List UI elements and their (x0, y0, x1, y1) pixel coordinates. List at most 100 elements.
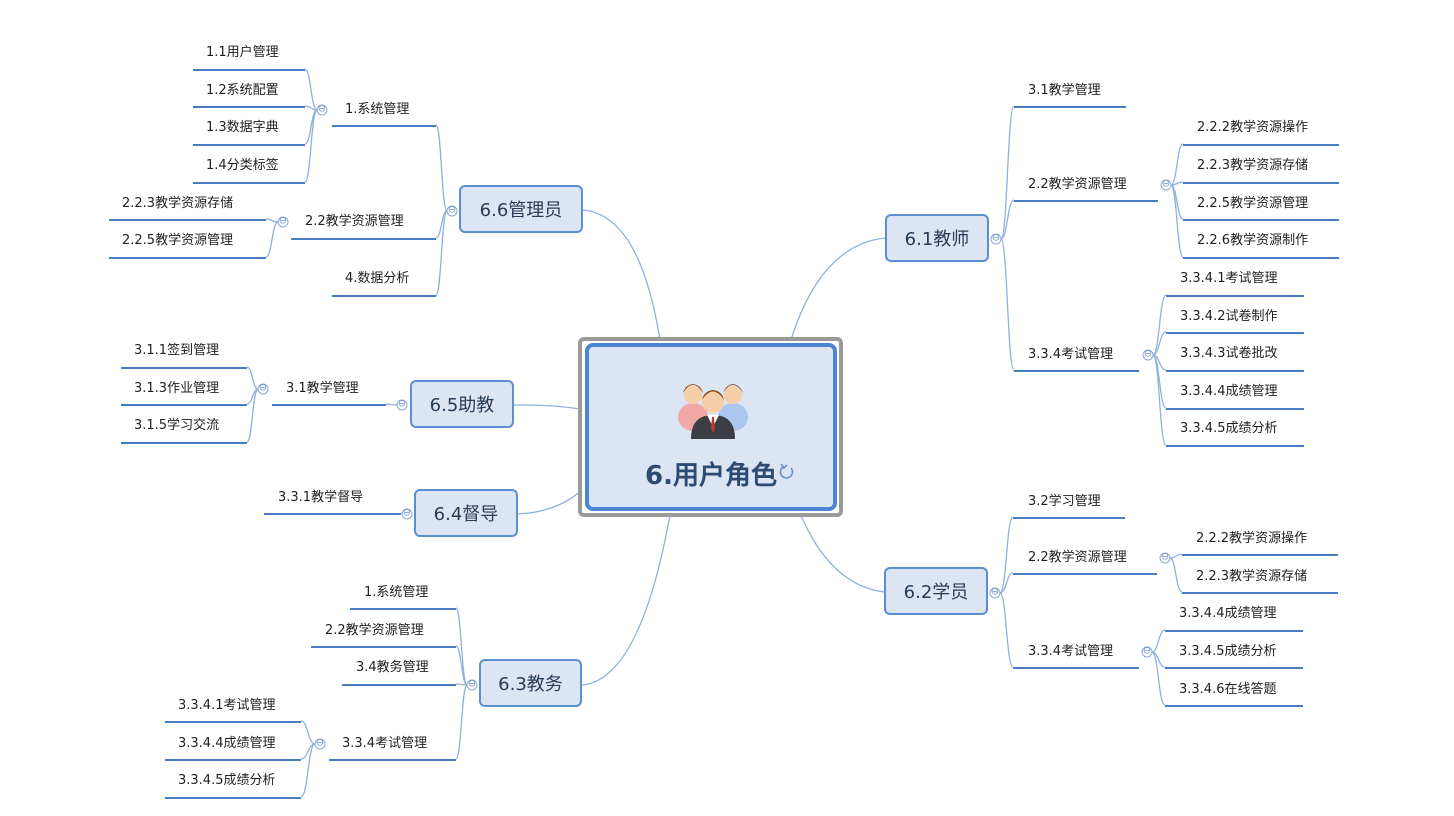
collapse-button[interactable]: ⊖ (1142, 348, 1154, 361)
topic-underline (332, 295, 436, 297)
connector-line (789, 237, 886, 344)
collapse-button[interactable]: ⊖ (446, 204, 458, 217)
topic-label[interactable]: 3.3.4.3试卷批改 (1180, 346, 1278, 361)
connector-line (1169, 557, 1183, 593)
topic-label[interactable]: 3.3.4.1考试管理 (178, 698, 276, 713)
topic-underline (329, 759, 456, 761)
topic-underline (332, 125, 436, 127)
collapse-button[interactable]: ⊖ (466, 678, 478, 691)
topic-label[interactable]: 3.3.4考试管理 (342, 736, 428, 751)
connector-line (999, 592, 1014, 668)
topic-label[interactable]: 3.1.3作业管理 (134, 381, 220, 396)
topic-label[interactable]: 3.3.4.5成绩分析 (178, 773, 276, 788)
topic-label[interactable]: 3.1.5学习交流 (134, 418, 220, 433)
connector-line (581, 514, 671, 686)
connector-line (304, 68, 318, 111)
topic-underline (165, 759, 301, 761)
topic-label[interactable]: 3.3.4.4成绩管理 (1179, 606, 1277, 621)
connector-line (1000, 105, 1015, 240)
topic-label[interactable]: 1.1用户管理 (206, 45, 279, 60)
topic-label[interactable]: 1.系统管理 (345, 102, 410, 117)
topic-label[interactable]: 3.3.4考试管理 (1028, 347, 1114, 362)
collapse-button[interactable]: ⊖ (989, 586, 1001, 599)
topic-label[interactable]: 1.3数据字典 (206, 120, 279, 135)
topic-label[interactable]: 3.2学习管理 (1028, 494, 1101, 509)
topic-underline (121, 367, 247, 369)
topic-label[interactable]: 2.2.3教学资源存储 (122, 196, 234, 211)
topic-underline (193, 182, 305, 184)
topic-label[interactable]: 2.2.2教学资源操作 (1196, 531, 1308, 546)
topic-underline (1013, 517, 1125, 519)
topic-label[interactable]: 3.1教学管理 (1028, 83, 1101, 98)
topic-label[interactable]: 3.3.4.1考试管理 (1180, 271, 1278, 286)
topic-label[interactable]: 1.4分类标签 (206, 158, 279, 173)
refresh-icon[interactable] (779, 462, 795, 480)
topic-label[interactable]: 1.2系统配置 (206, 83, 279, 98)
connector-line (435, 124, 448, 212)
collapse-button[interactable]: ⊖ (257, 382, 269, 395)
role-node-student[interactable]: 6.2学员 (884, 567, 988, 615)
topic-label[interactable]: 3.3.4.4成绩管理 (178, 736, 276, 751)
collapse-button[interactable]: ⊖ (1141, 645, 1153, 658)
center-node[interactable]: 6.用户角色 (585, 343, 837, 511)
topic-label[interactable]: 2.2.3教学资源存储 (1197, 158, 1309, 173)
collapse-button[interactable]: ⊖ (396, 398, 408, 411)
topic-label[interactable]: 3.3.1教学督导 (278, 490, 364, 505)
collapse-button[interactable]: ⊖ (314, 737, 326, 750)
topic-label[interactable]: 3.1.1签到管理 (134, 343, 220, 358)
role-node-assistant[interactable]: 6.5助教 (410, 380, 514, 428)
topic-label[interactable]: 2.2.3教学资源存储 (1196, 569, 1308, 584)
topic-label[interactable]: 2.2.6教学资源制作 (1197, 233, 1309, 248)
topic-label[interactable]: 2.2.2教学资源操作 (1197, 120, 1309, 135)
topic-label[interactable]: 3.3.4.5成绩分析 (1179, 644, 1277, 659)
role-node-supervisor[interactable]: 6.4督导 (414, 489, 518, 537)
connector-line (455, 684, 468, 760)
topic-underline (1165, 630, 1303, 632)
collapse-button[interactable]: ⊖ (1159, 551, 1171, 564)
connector-line (1170, 143, 1184, 186)
topic-underline (342, 684, 456, 686)
topic-label[interactable]: 3.3.4考试管理 (1028, 644, 1114, 659)
collapse-button[interactable]: ⊖ (277, 215, 289, 228)
topic-underline (1166, 408, 1304, 410)
topic-underline (165, 797, 301, 799)
topic-label[interactable]: 3.3.4.2试卷制作 (1180, 309, 1278, 324)
topic-label[interactable]: 3.3.4.5成绩分析 (1180, 421, 1278, 436)
topic-underline (193, 144, 305, 146)
connector-line (455, 683, 468, 686)
role-node-academic-affairs[interactable]: 6.3教务 (479, 659, 582, 707)
topic-label[interactable]: 3.3.4.6在线答题 (1179, 682, 1277, 697)
topic-underline (193, 106, 305, 108)
topic-label[interactable]: 2.2.5教学资源管理 (122, 233, 234, 248)
connector-line (1170, 184, 1184, 258)
topic-label[interactable]: 2.2教学资源管理 (1028, 177, 1127, 192)
topic-label[interactable]: 3.1教学管理 (286, 381, 359, 396)
topic-label[interactable]: 2.2教学资源管理 (305, 214, 404, 229)
connector-line (799, 512, 885, 593)
role-node-teacher[interactable]: 6.1教师 (885, 214, 989, 262)
topic-label[interactable]: 2.2.5教学资源管理 (1197, 196, 1309, 211)
topic-underline (1014, 200, 1158, 202)
topic-label[interactable]: 2.2教学资源管理 (1028, 550, 1127, 565)
connector-line (1152, 331, 1167, 356)
role-node-admin[interactable]: 6.6管理员 (459, 185, 583, 233)
topic-label[interactable]: 2.2教学资源管理 (325, 623, 424, 638)
collapse-button[interactable]: ⊖ (401, 507, 413, 520)
connector-line (246, 366, 259, 390)
connector-line (435, 210, 448, 296)
connector-line (1000, 199, 1015, 240)
topic-label[interactable]: 3.4教务管理 (356, 660, 429, 675)
topic-label[interactable]: 3.3.4.4成绩管理 (1180, 384, 1278, 399)
connector-line (265, 218, 279, 223)
collapse-button[interactable]: ⊖ (316, 103, 328, 116)
topic-underline (1182, 554, 1338, 556)
collapse-button[interactable]: ⊖ (990, 232, 1002, 245)
connector-line (999, 516, 1014, 594)
connector-line (300, 743, 316, 798)
topic-label[interactable]: 1.系统管理 (364, 585, 429, 600)
topic-label[interactable]: 4.数据分析 (345, 271, 410, 286)
collapse-button[interactable]: ⊖ (1160, 178, 1172, 191)
topic-underline (1166, 370, 1304, 372)
